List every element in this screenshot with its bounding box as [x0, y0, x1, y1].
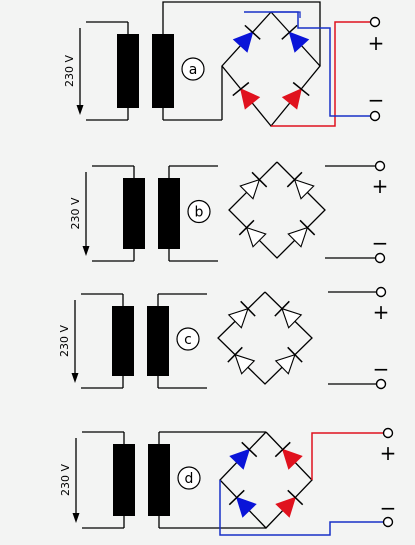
circuit-b: 230 V b + − — [69, 160, 389, 264]
circuit-a-voltage-label: 230 V — [63, 55, 76, 87]
circuit-a-label: a — [189, 62, 198, 78]
circuit-b-primary-coil — [123, 178, 145, 249]
circuit-d-diode-lower-left — [228, 489, 257, 518]
circuit-b-label-circle — [187, 199, 211, 224]
circuit-a: 230 V a + − — [63, 1, 385, 128]
circuit-d-plus-sign: + — [380, 441, 397, 465]
circuit-c: 230 V c + − — [58, 286, 390, 390]
circuit-d-diode-lower-right — [275, 489, 304, 518]
circuit-d-diode-upper-left — [229, 441, 258, 470]
circuit-d-blue-output-wire — [219, 480, 388, 536]
circuit-a-minus-sign: − — [368, 88, 385, 112]
circuit-b-minus-sign: − — [372, 231, 389, 255]
circuit-b-plus-terminal — [374, 160, 386, 172]
circuit-b-diode-lower-left — [238, 219, 267, 248]
circuit-a-minus-terminal — [369, 110, 381, 122]
circuit-c-diode-lower-left — [227, 346, 256, 375]
circuit-c-voltage-label: 230 V — [58, 325, 71, 357]
circuit-c-bridge-frame — [217, 291, 313, 385]
circuit-d-plus-terminal — [382, 427, 394, 439]
circuit-a-diode-upper-left — [232, 24, 261, 53]
circuit-c-diode-upper-left — [227, 300, 256, 329]
circuit-a-diode-lower-right — [281, 81, 310, 110]
circuit-b-bridge-frame — [228, 161, 326, 259]
circuit-b-diode-upper-left — [239, 171, 268, 200]
circuit-c-label: c — [184, 332, 192, 348]
circuit-a-primary-coil — [117, 34, 139, 108]
circuit-a-label-circle — [181, 57, 205, 81]
circuit-c-primary-coil — [112, 306, 134, 376]
circuit-c-diode-lower-right — [274, 346, 303, 375]
circuit-d-bridge-frame — [219, 431, 313, 529]
circuit-d-red-output-wire — [311, 432, 388, 480]
circuit-d: 230 V d + − — [59, 427, 397, 536]
circuit-a-red-output-wire — [271, 21, 375, 127]
circuit-a-bridge-frame — [221, 11, 321, 128]
circuit-a-plus-sign: + — [368, 31, 385, 55]
circuit-c-label-circle — [176, 327, 200, 351]
circuit-d-voltage-label: 230 V — [59, 464, 72, 496]
circuit-c-plus-sign: + — [373, 300, 390, 324]
circuit-a-diode-lower-left — [232, 81, 261, 110]
circuit-c-plus-terminal — [375, 286, 387, 298]
circuit-d-minus-terminal — [382, 516, 394, 528]
circuit-b-diode-lower-right — [287, 219, 316, 248]
circuit-a-blue-output-wire — [244, 11, 375, 117]
circuit-d-minus-sign: − — [380, 496, 397, 520]
circuit-b-plus-sign: + — [372, 174, 389, 198]
circuit-b-minus-terminal — [374, 252, 386, 264]
circuit-a-plus-terminal — [369, 16, 381, 28]
circuit-a-diode-upper-right — [281, 24, 310, 53]
circuit-b-voltage-label: 230 V — [69, 197, 82, 229]
circuit-d-diode-upper-right — [274, 441, 303, 470]
circuit-d-primary-coil — [113, 444, 135, 516]
circuit-c-minus-terminal — [375, 378, 387, 390]
circuit-b-diode-upper-right — [286, 171, 315, 200]
circuit-b-label: b — [195, 205, 204, 221]
circuit-c-minus-sign: − — [373, 357, 390, 381]
circuit-d-label: d — [185, 471, 194, 487]
circuit-c-diode-upper-right — [274, 300, 303, 329]
circuit-d-label-circle — [177, 466, 201, 490]
